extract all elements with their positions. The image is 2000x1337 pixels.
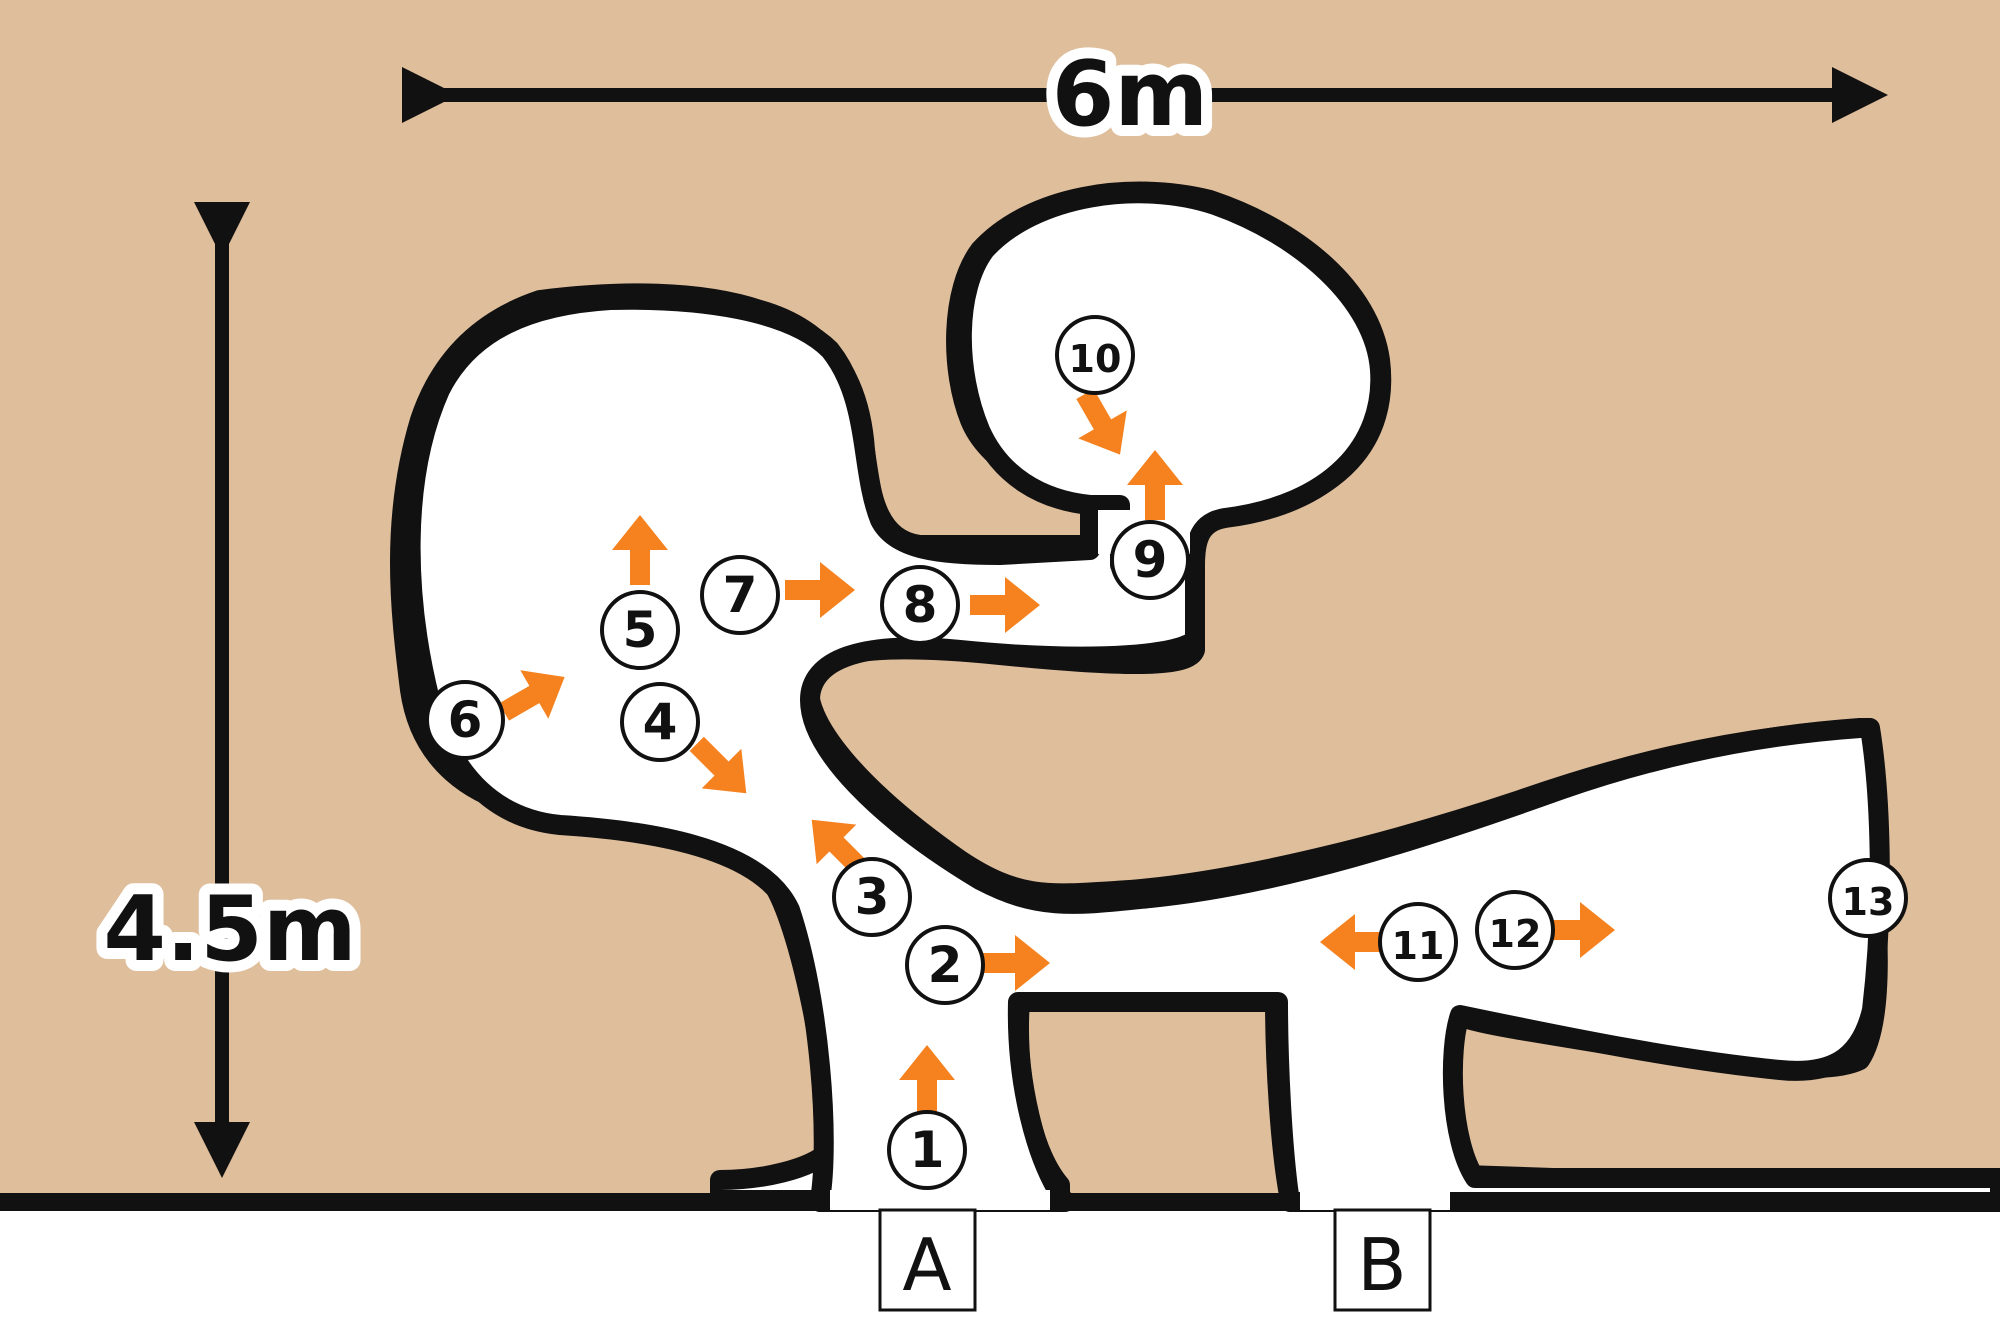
upper-chamber	[951, 183, 1391, 575]
entrance-a: A	[878, 1208, 977, 1312]
marker-label: 4	[643, 693, 678, 751]
marker-2: 2	[905, 925, 985, 1005]
dimension-arrows	[194, 67, 1888, 1178]
orange-arrow-11	[1320, 914, 1390, 970]
marker-8: 8	[880, 565, 960, 645]
marker-5: 5	[600, 590, 680, 670]
marker-9: 9	[1110, 520, 1190, 600]
marker-circle	[700, 555, 780, 635]
marker-circle	[887, 1110, 967, 1190]
marker-12: 12	[1475, 890, 1555, 970]
marker-3: 3	[832, 857, 912, 937]
marker-label: 11	[1392, 924, 1445, 968]
orange-arrow-4	[689, 736, 747, 794]
marker-circle	[600, 590, 680, 670]
marker-1: 1	[887, 1110, 967, 1190]
marker-circle	[1378, 902, 1458, 982]
orange-arrow-5	[612, 515, 668, 585]
orange-arrow-6	[499, 670, 565, 721]
marker-label: 8	[903, 576, 938, 634]
marker-label: 1	[910, 1121, 945, 1179]
orange-arrow-12	[1545, 902, 1615, 958]
marker-label: 3	[855, 868, 890, 926]
marker-11: 11	[1378, 902, 1458, 982]
marker-circle	[1828, 858, 1908, 938]
marker-circle	[425, 680, 505, 760]
marker-label: 5	[623, 601, 658, 659]
marker-label: 10	[1069, 337, 1122, 381]
marker-10: 10	[1055, 315, 1135, 395]
entrance-b-label: B	[1357, 1223, 1406, 1307]
orange-arrow-2	[980, 935, 1050, 991]
orange-arrow-9	[1127, 450, 1183, 520]
entrance-a-box	[878, 1208, 977, 1312]
marker-label: 13	[1842, 880, 1895, 924]
marker-circle	[1475, 890, 1555, 970]
left-chamber	[400, 289, 2000, 1212]
marker-circle	[905, 925, 985, 1005]
ground-strip	[0, 1200, 2000, 1337]
marker-circle	[1110, 520, 1190, 600]
marker-4: 4	[620, 682, 700, 762]
width-label: 6m	[1052, 42, 1208, 147]
marker-13: 13	[1828, 858, 1908, 938]
marker-label: 7	[723, 566, 758, 624]
orange-arrow-1	[899, 1045, 955, 1115]
marker-6: 6	[425, 680, 505, 760]
marker-label: 2	[928, 936, 963, 994]
marker-7: 7	[700, 555, 780, 635]
orange-arrow-7	[785, 562, 855, 618]
orange-arrow-8	[970, 577, 1040, 633]
marker-circle	[620, 682, 700, 762]
orange-arrow-10	[1076, 389, 1127, 455]
entrance-b-box	[1333, 1208, 1432, 1312]
marker-circle	[1055, 315, 1135, 395]
marker-label: 12	[1489, 912, 1542, 956]
entrance-a-label: A	[902, 1223, 951, 1307]
joint-patch-3	[1300, 1190, 1450, 1210]
entrance-b: B	[1333, 1208, 1432, 1312]
marker-label: 6	[448, 691, 483, 749]
marker-circle	[832, 857, 912, 937]
marker-circle	[880, 565, 960, 645]
height-label: 4.5m	[103, 877, 356, 982]
joint-patch-2	[830, 1190, 1050, 1210]
marker-label: 9	[1133, 531, 1168, 589]
